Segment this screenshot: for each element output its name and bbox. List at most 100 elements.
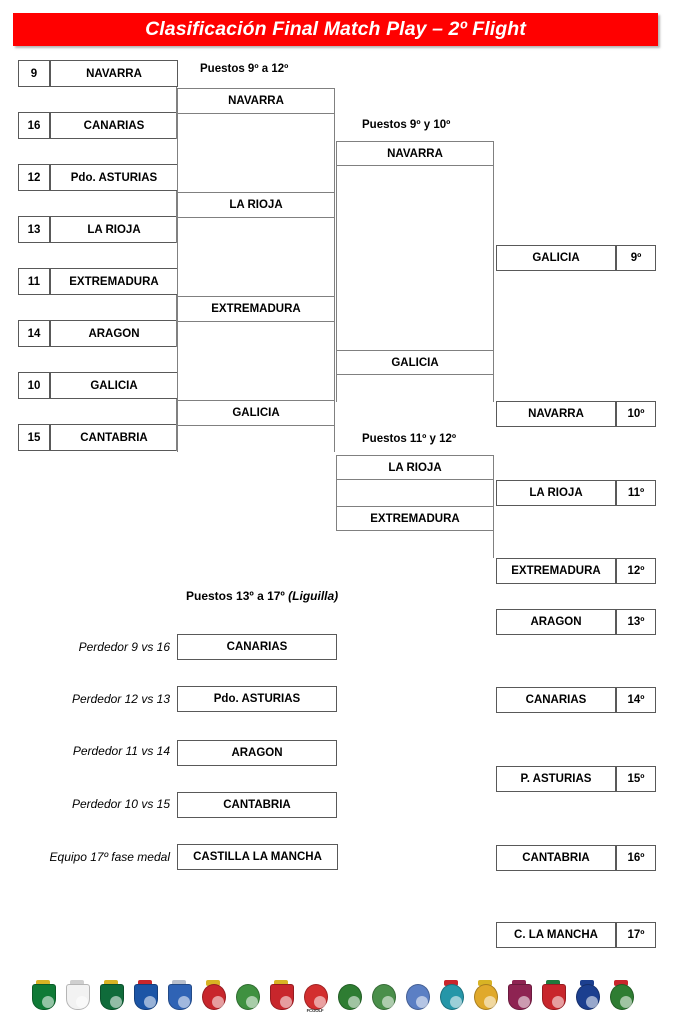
canarias-crest-icon (164, 979, 194, 1013)
standing-team-box: P. ASTURIAS (496, 766, 616, 792)
castillamancha-crest-icon (266, 979, 296, 1013)
crest-inner (110, 996, 122, 1008)
crest-body (66, 984, 90, 1010)
bracket-connector (176, 399, 178, 451)
crest-inner (620, 996, 632, 1008)
round2-winner-box: LA RIOJA (177, 192, 335, 218)
round1-section-label: Puestos 9º a 12º (200, 63, 289, 75)
team-box: ARAGON (50, 320, 178, 347)
liguilla-row-label: Perdedor 12 vs 13 (71, 692, 170, 706)
asturias-crest-icon (130, 979, 160, 1013)
standing-rank-box: 10º (616, 401, 656, 427)
crest-caption: FCGOLF (306, 1008, 324, 1013)
crest-inner (280, 996, 292, 1008)
crest-inner (382, 996, 394, 1008)
bracket-connector (176, 295, 178, 347)
liguilla-team-box: CASTILLA LA MANCHA (177, 844, 338, 870)
liguilla-team-box: Pdo. ASTURIAS (177, 686, 337, 712)
team-box: LA RIOJA (50, 216, 178, 243)
navarra-crest-icon (538, 979, 568, 1013)
liguilla-team-box: CANARIAS (177, 634, 337, 660)
crest-body (304, 984, 328, 1010)
standing-team-box: C. LA MANCHA (496, 922, 616, 948)
round3-team-box: NAVARRA (336, 141, 494, 166)
cantabria-crest-icon (198, 979, 228, 1013)
standing-team-box: NAVARRA (496, 401, 616, 427)
team-box: EXTREMADURA (50, 268, 178, 295)
round3-team-box: EXTREMADURA (336, 506, 494, 531)
standing-rank-box: 13º (616, 609, 656, 635)
crest-body (100, 984, 124, 1010)
liguilla-team-box: CANTABRIA (177, 792, 337, 818)
team-box: Pdo. ASTURIAS (50, 164, 178, 191)
bracket-connector (177, 114, 179, 192)
galicia-crest-icon (368, 979, 398, 1013)
liguilla-header: Puestos 13º a 17º (Liguilla) (186, 589, 338, 603)
standing-rank-box: 11º (616, 480, 656, 506)
crest-body (32, 984, 56, 1010)
seed-box: 16 (18, 112, 50, 139)
team-box: CANTABRIA (50, 424, 178, 451)
crest-crown (206, 980, 220, 986)
team-box: CANARIAS (50, 112, 178, 139)
crest-body (134, 984, 158, 1010)
bracket-connector (176, 191, 178, 243)
crest-body (576, 984, 600, 1010)
crest-body (508, 984, 532, 1010)
seed-box: 12 (18, 164, 50, 191)
standing-rank-box: 9º (616, 245, 656, 271)
madrid-crest-icon (470, 979, 500, 1013)
bracket-connector (177, 426, 179, 452)
standing-team-box: EXTREMADURA (496, 558, 616, 584)
murcia-crest-icon (504, 979, 534, 1013)
crest-inner (314, 996, 326, 1008)
bracket-connector (336, 480, 338, 506)
crest-crown (342, 980, 356, 986)
crest-crown (614, 980, 628, 986)
crest-body (338, 984, 362, 1010)
bracket-connector (334, 218, 336, 296)
fcgolf-logo-icon: FCGOLF (300, 979, 330, 1013)
seed-box: 13 (18, 216, 50, 243)
round2-upper-label: Puestos 9º y 10º (362, 119, 451, 131)
aragon-crest-icon (62, 979, 92, 1013)
crest-body (270, 984, 294, 1010)
liguilla-row-label: Equipo 17º fase medal (49, 850, 170, 864)
round2-winner-box: EXTREMADURA (177, 296, 335, 322)
standing-rank-box: 15º (616, 766, 656, 792)
crest-inner (144, 996, 156, 1008)
bracket-connector (334, 322, 336, 400)
crest-crown (308, 980, 322, 986)
standing-team-box: CANARIAS (496, 687, 616, 713)
bracket-connector (336, 166, 338, 350)
liguilla-row-label: Perdedor 9 vs 16 (78, 640, 170, 654)
round2-winner-box: GALICIA (177, 400, 335, 426)
larioja-crest-icon (436, 979, 466, 1013)
seed-box: 10 (18, 372, 50, 399)
round3-team-box: GALICIA (336, 350, 494, 375)
castillaleon-crest-icon (232, 979, 262, 1013)
crest-crown (240, 980, 254, 986)
crest-body (236, 984, 260, 1010)
standing-team-box: ARAGON (496, 609, 616, 635)
paisvasco-crest-icon (572, 979, 602, 1013)
baleares-crest-icon (402, 979, 432, 1013)
crest-body (406, 984, 430, 1010)
crest-inner (552, 996, 564, 1008)
bracket-connector (177, 218, 179, 296)
standing-team-box: GALICIA (496, 245, 616, 271)
bracket-connector (177, 322, 179, 400)
crest-crown (376, 980, 390, 986)
crest-crown (172, 980, 186, 986)
valencia-crest-icon (606, 979, 636, 1013)
standing-rank-box: 14º (616, 687, 656, 713)
crest-inner (212, 996, 224, 1008)
crest-crown (410, 980, 424, 986)
seed-box: 9 (18, 60, 50, 87)
bracket-connector (493, 480, 495, 506)
team-box: GALICIA (50, 372, 178, 399)
crest-body (542, 984, 566, 1010)
page-title: Clasificación Final Match Play – 2º Flig… (145, 18, 526, 40)
standing-rank-box: 16º (616, 845, 656, 871)
extremadura-crest-icon (334, 979, 364, 1013)
